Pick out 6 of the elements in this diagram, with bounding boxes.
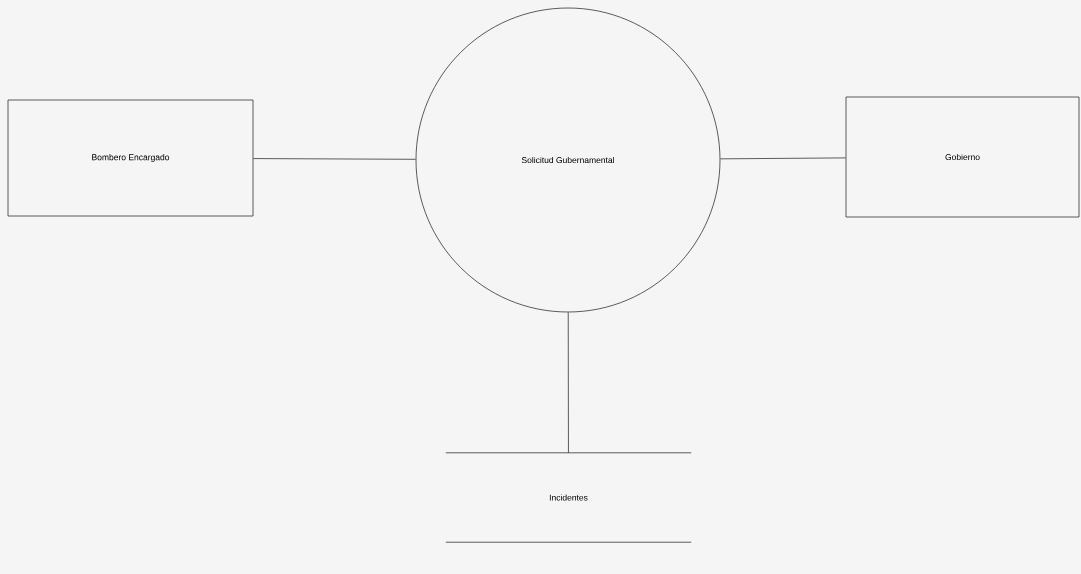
connector-line — [253, 158, 416, 160]
data-store: Incidentes — [445, 452, 692, 543]
entity-box: Gobierno — [845, 96, 1080, 218]
connector-line — [567, 312, 569, 454]
entity-box: Bombero Encargado — [7, 99, 254, 217]
connector-line — [720, 157, 846, 160]
